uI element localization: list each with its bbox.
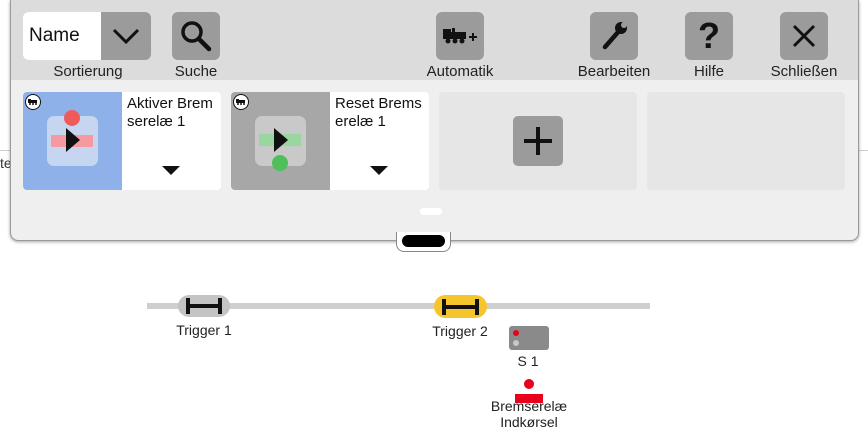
caret-down-icon[interactable] [162,166,180,175]
edit-label: Bearbeiten [577,63,651,80]
action-card-reset-brake-relay[interactable]: Reset Bremserelæ 1 [231,92,429,190]
search-icon [181,21,212,52]
card-title: Reset Bremserelæ 1 [335,95,422,130]
signal-label: S 1 [517,353,539,369]
edge-text: te [0,155,12,171]
plus-icon [524,127,552,155]
search-label: Suche [174,63,218,80]
close-label: Schließen [770,63,838,80]
help-label: Hilfe [693,63,725,80]
help-button[interactable]: ? [685,12,733,60]
close-button[interactable] [780,12,828,60]
relay-label-line1: Bremserelæ [490,398,568,414]
add-action-button[interactable] [513,116,563,166]
close-icon [792,24,816,48]
relay-reset-icon [255,116,306,171]
help-icon: ? [698,15,720,56]
brake-relay-symbol [515,379,543,403]
locomotive-badge-icon [233,94,249,110]
action-card-activate-brake-relay[interactable]: Aktiver Bremserelæ 1 [23,92,221,190]
chevron-down-icon [112,28,140,45]
card-title: Aktiver Bremserelæ 1 [127,95,213,130]
page-indicator [420,208,442,215]
caret-down-icon[interactable] [370,166,388,175]
relay-activate-icon [47,110,98,166]
locomotive-icon [443,28,477,44]
trigger-1-contact [178,295,230,317]
card-icon-area [23,92,122,190]
automatic-button[interactable] [436,12,484,60]
sort-select[interactable]: Name [23,12,101,60]
add-action-slot [439,92,637,190]
trigger-1-label: Trigger 1 [176,322,232,338]
trigger-2-contact [434,295,487,318]
panel-drag-handle[interactable] [396,232,451,252]
relay-label-line2: Indkørsel [500,414,558,430]
sort-label: Sortierung [53,63,123,80]
automatic-label: Automatik [426,63,494,80]
signal-s1 [509,326,549,350]
trigger-2-label: Trigger 2 [432,323,488,339]
edit-button[interactable] [590,12,638,60]
relay-label: Bremserelæ Indkørsel [491,398,567,430]
panel-toolbar: Name Sortierung Suche [11,0,858,80]
sort-dropdown-button[interactable] [101,12,151,60]
wrench-icon [602,22,627,50]
locomotive-badge-icon [25,94,41,110]
search-button[interactable] [172,12,220,60]
drag-handle-bar [402,235,445,247]
card-icon-area [231,92,330,190]
empty-action-slot [647,92,845,190]
track-line [147,303,650,309]
actions-panel: Name Sortierung Suche [10,0,859,241]
action-cards-area: Aktiver Bremserelæ 1 Reset Bremserelæ 1 [11,80,858,240]
